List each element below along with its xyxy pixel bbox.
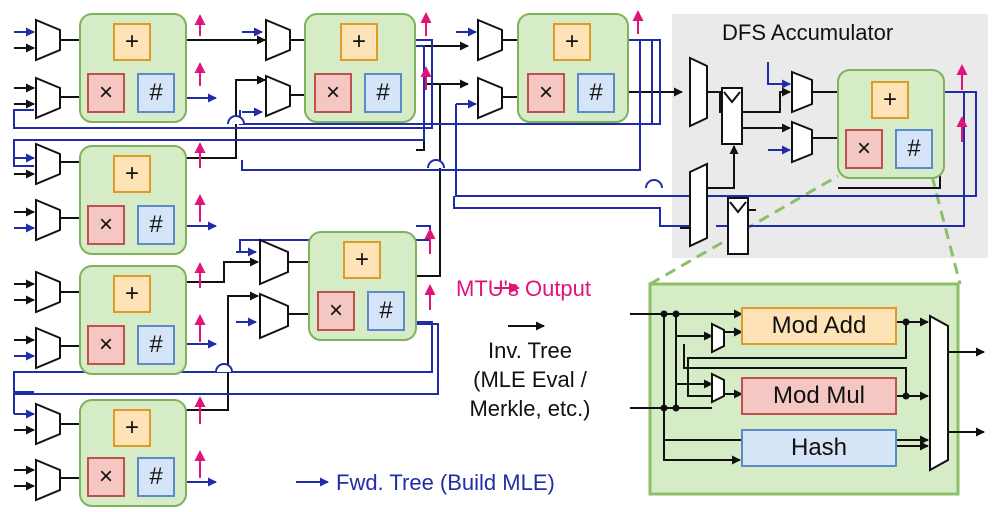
mux-1b bbox=[35, 76, 61, 120]
inv-tree-legend: Inv. Tree (MLE Eval / Merkle, etc.) bbox=[456, 336, 604, 423]
hash-symbol-8: # bbox=[907, 135, 921, 162]
unit-r3c2 bbox=[308, 231, 417, 341]
muxes bbox=[35, 18, 813, 502]
mod-mul-label: Mod Mul bbox=[772, 382, 866, 409]
mul-symbol-8: × bbox=[856, 135, 871, 162]
mux-1a bbox=[35, 18, 61, 62]
unit-r2c1 bbox=[79, 145, 187, 255]
hash-symbol-5: # bbox=[149, 331, 163, 358]
hash-symbol-4: # bbox=[149, 211, 163, 238]
mux-acc-1 bbox=[791, 70, 813, 114]
hash-symbol-6: # bbox=[379, 297, 393, 324]
mux-l2-d bbox=[259, 292, 289, 340]
hash-label: Hash bbox=[790, 434, 848, 461]
zoom-line-right bbox=[930, 175, 962, 285]
add-symbol-4: + bbox=[124, 160, 139, 187]
fwd-tree-legend: Fwd. Tree (Build MLE) bbox=[336, 470, 555, 495]
mul-symbol-1: × bbox=[98, 79, 113, 106]
mux-l3-b bbox=[477, 76, 503, 120]
mux-l2-c bbox=[259, 238, 289, 286]
add-symbol-6: + bbox=[354, 246, 369, 273]
inv-tree-wires bbox=[60, 35, 941, 479]
mul-symbol-3: × bbox=[538, 79, 553, 106]
unit-accumulator bbox=[837, 69, 945, 179]
add-symbol-1: + bbox=[124, 28, 139, 55]
inv-tree-legend-line-1: Inv. Tree bbox=[488, 338, 572, 363]
mul-symbol-4: × bbox=[98, 211, 113, 238]
mul-symbol-7: × bbox=[98, 463, 113, 490]
mul-symbol-2: × bbox=[325, 79, 340, 106]
mtu-output-arrows bbox=[194, 10, 968, 478]
hash-symbol-1: # bbox=[149, 79, 163, 106]
hash-symbol-2: # bbox=[376, 79, 390, 106]
mod-add-box bbox=[741, 307, 897, 345]
mux-acc-lower bbox=[689, 162, 708, 248]
register-lower bbox=[727, 197, 749, 255]
add-symbol-8: + bbox=[882, 86, 897, 113]
mux-l3-a bbox=[477, 18, 503, 62]
detail-mux-mul bbox=[711, 372, 725, 404]
mux-acc-2 bbox=[791, 120, 813, 164]
detail-output-mux bbox=[929, 314, 949, 472]
mux-4a bbox=[35, 402, 61, 446]
add-symbol-5: + bbox=[124, 280, 139, 307]
mod-add-label: Mod Add bbox=[771, 312, 867, 339]
mux-2a bbox=[35, 142, 61, 186]
mul-symbol-5: × bbox=[98, 331, 113, 358]
add-symbol-2: + bbox=[351, 28, 366, 55]
mux-l2-a bbox=[265, 18, 291, 62]
unit-r1c2 bbox=[304, 13, 416, 123]
wire-crossings bbox=[215, 115, 663, 373]
inv-tree-legend-line-3: Merkle, etc.) bbox=[469, 396, 591, 421]
inv-tree-legend-line-2: (MLE Eval / bbox=[473, 367, 587, 392]
mux-2b bbox=[35, 198, 61, 242]
register-upper bbox=[721, 87, 743, 145]
mul-symbol-6: × bbox=[328, 297, 343, 324]
mux-3a bbox=[35, 270, 61, 314]
mux-acc-big bbox=[689, 56, 708, 128]
mux-4b bbox=[35, 458, 61, 502]
registers bbox=[721, 87, 749, 255]
unit-r1c3 bbox=[517, 13, 629, 123]
hash-symbol-3: # bbox=[589, 79, 603, 106]
hash-box bbox=[741, 429, 897, 467]
dfs-accumulator-title: DFS Accumulator bbox=[722, 20, 894, 45]
mux-l2-b bbox=[265, 74, 291, 118]
mux-3b bbox=[35, 326, 61, 370]
mod-mul-box bbox=[741, 377, 897, 415]
unit-r3c1 bbox=[79, 265, 187, 375]
mtu-output-legend: MTU's Output bbox=[456, 276, 592, 301]
unit-r4c1 bbox=[79, 399, 187, 507]
fwd-tree-wires bbox=[13, 27, 977, 487]
add-symbol-7: + bbox=[124, 414, 139, 441]
processing-units bbox=[79, 13, 945, 507]
unit-r1c1 bbox=[79, 13, 187, 123]
detail-box bbox=[630, 282, 985, 496]
input-arrows-black bbox=[14, 43, 35, 491]
hash-symbol-7: # bbox=[149, 463, 163, 490]
add-symbol-3: + bbox=[564, 28, 579, 55]
detail-mux-add bbox=[711, 322, 725, 354]
